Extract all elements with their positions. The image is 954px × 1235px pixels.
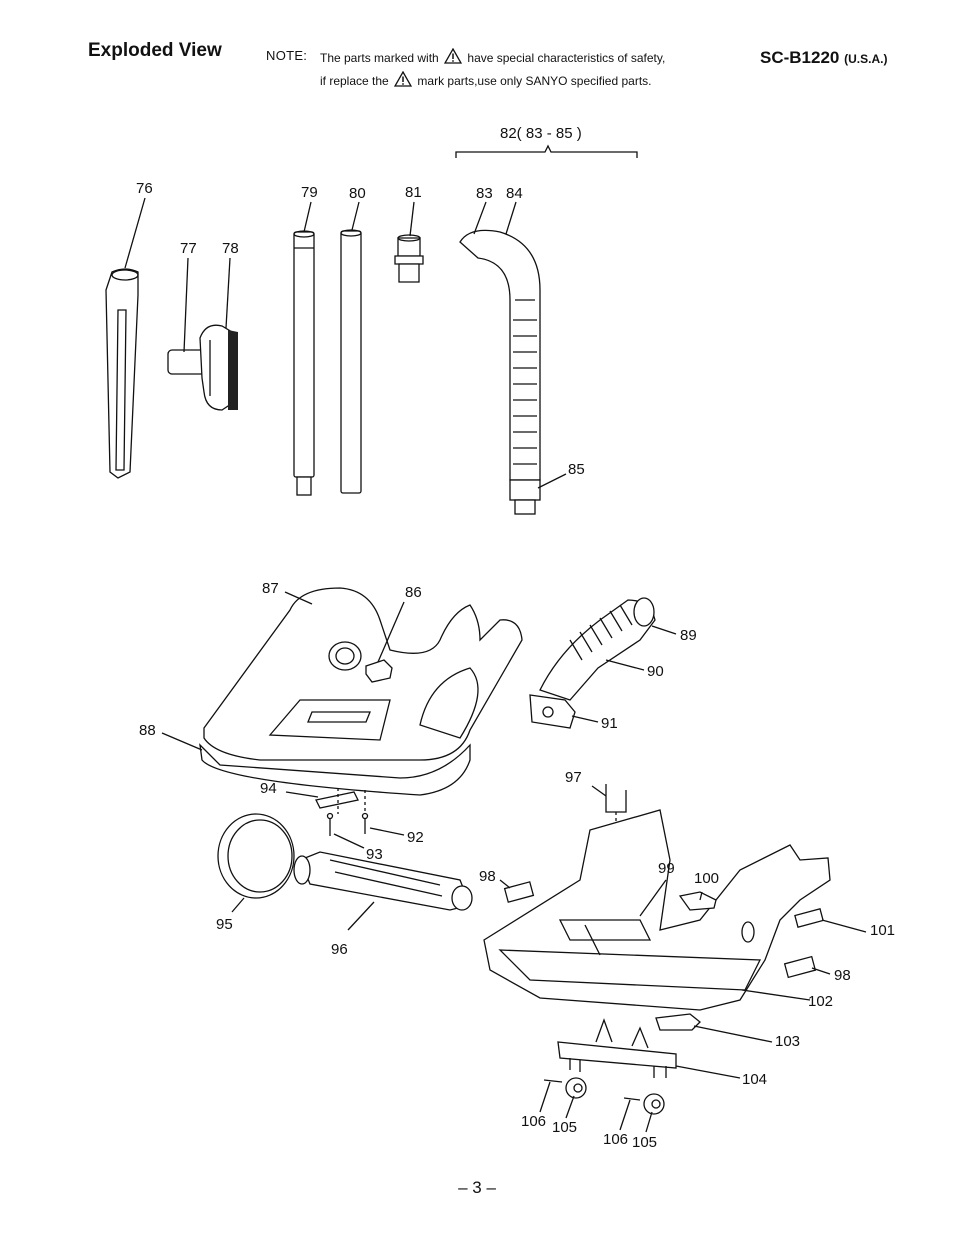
part-101-pad — [794, 908, 824, 928]
part-98-pad — [503, 881, 535, 903]
part-82-handle-hose — [459, 229, 541, 515]
callout-101: 101 — [870, 922, 895, 939]
callout-97: 97 — [565, 769, 582, 786]
callout-93: 93 — [366, 846, 383, 863]
callout-100: 100 — [694, 870, 719, 887]
warning-triangle-icon — [444, 48, 463, 64]
part-98-pad — [783, 955, 817, 979]
leader-lines — [124, 197, 867, 1133]
note-line-2-post: mark parts,use only SANYO specified part… — [417, 74, 652, 88]
model-number: SC-B1220 (U.S.A.) — [760, 48, 887, 68]
part-89-90-hose — [539, 597, 656, 701]
callout-106-second: 106 — [603, 1131, 628, 1148]
callout-85: 85 — [568, 461, 585, 478]
part-105-106-wheels — [543, 1077, 665, 1115]
part-102-base-housing — [483, 809, 831, 1011]
warning-triangle-icon — [394, 71, 413, 87]
part-104-height-lever — [557, 1018, 677, 1078]
part-88-base-trim — [199, 743, 471, 796]
part-94-plate — [315, 791, 359, 809]
part-80-extension-wand — [340, 229, 362, 494]
callout-90: 90 — [647, 663, 664, 680]
part-86-clip — [365, 659, 393, 683]
part-76-crevice-tool — [105, 268, 139, 479]
part-92-93-screws — [326, 788, 369, 836]
callout-98: 98 — [479, 868, 496, 885]
callout-76: 76 — [136, 180, 153, 197]
callout-99: 99 — [658, 860, 675, 877]
part-95-belt — [217, 813, 295, 899]
callout-82: 82( 83 - 85 ) — [500, 125, 582, 142]
model-region: (U.S.A.) — [844, 52, 888, 66]
group-bracket-82 — [455, 144, 638, 158]
callout-91: 91 — [601, 715, 618, 732]
callout-79: 79 — [301, 184, 318, 201]
page-number: – 3 – — [458, 1178, 496, 1197]
callout-98-second: 98 — [834, 967, 851, 984]
callout-105: 105 — [552, 1119, 577, 1136]
callout-78: 78 — [222, 240, 239, 257]
note-line-2-pre: if replace the — [320, 74, 389, 88]
part-100-clip — [678, 891, 717, 911]
part-77-78-dusting-brush — [167, 324, 238, 411]
page-title: Exploded View — [88, 40, 222, 61]
callout-92: 92 — [407, 829, 424, 846]
note-line-2: if replace the mark parts,use only SANYO… — [320, 71, 652, 88]
callout-labels: 82( 83 - 85 ) 76 77 78 79 80 81 83 84 85… — [136, 125, 895, 1151]
callout-87: 87 — [262, 580, 279, 597]
callout-89: 89 — [680, 627, 697, 644]
callout-103: 103 — [775, 1033, 800, 1050]
callout-105-second: 105 — [632, 1134, 657, 1151]
part-91-bracket — [529, 694, 576, 729]
note-line-1-pre: The parts marked with — [320, 51, 439, 65]
note-line-1-post: have special characteristics of safety, — [467, 51, 666, 65]
part-103-latch — [655, 1013, 701, 1031]
callout-77: 77 — [180, 240, 197, 257]
callout-95: 95 — [216, 916, 233, 933]
callout-84: 84 — [506, 185, 523, 202]
note-label: NOTE: — [266, 48, 308, 63]
callout-86: 86 — [405, 584, 422, 601]
note-line-1: The parts marked with have special chara… — [320, 48, 665, 65]
part-81-adapter — [394, 234, 424, 283]
part-79-extension-wand — [293, 230, 315, 496]
callout-94: 94 — [260, 780, 277, 797]
callout-106: 106 — [521, 1113, 546, 1130]
callout-83: 83 — [476, 185, 493, 202]
part-96-brush-roll — [293, 851, 473, 911]
callout-88: 88 — [139, 722, 156, 739]
model-code: SC-B1220 — [760, 48, 840, 67]
callout-102: 102 — [808, 993, 833, 1010]
part-87-nozzle-cover — [203, 587, 523, 761]
callout-80: 80 — [349, 185, 366, 202]
callout-81: 81 — [405, 184, 422, 201]
callout-96: 96 — [331, 941, 348, 958]
callout-104: 104 — [742, 1071, 767, 1088]
